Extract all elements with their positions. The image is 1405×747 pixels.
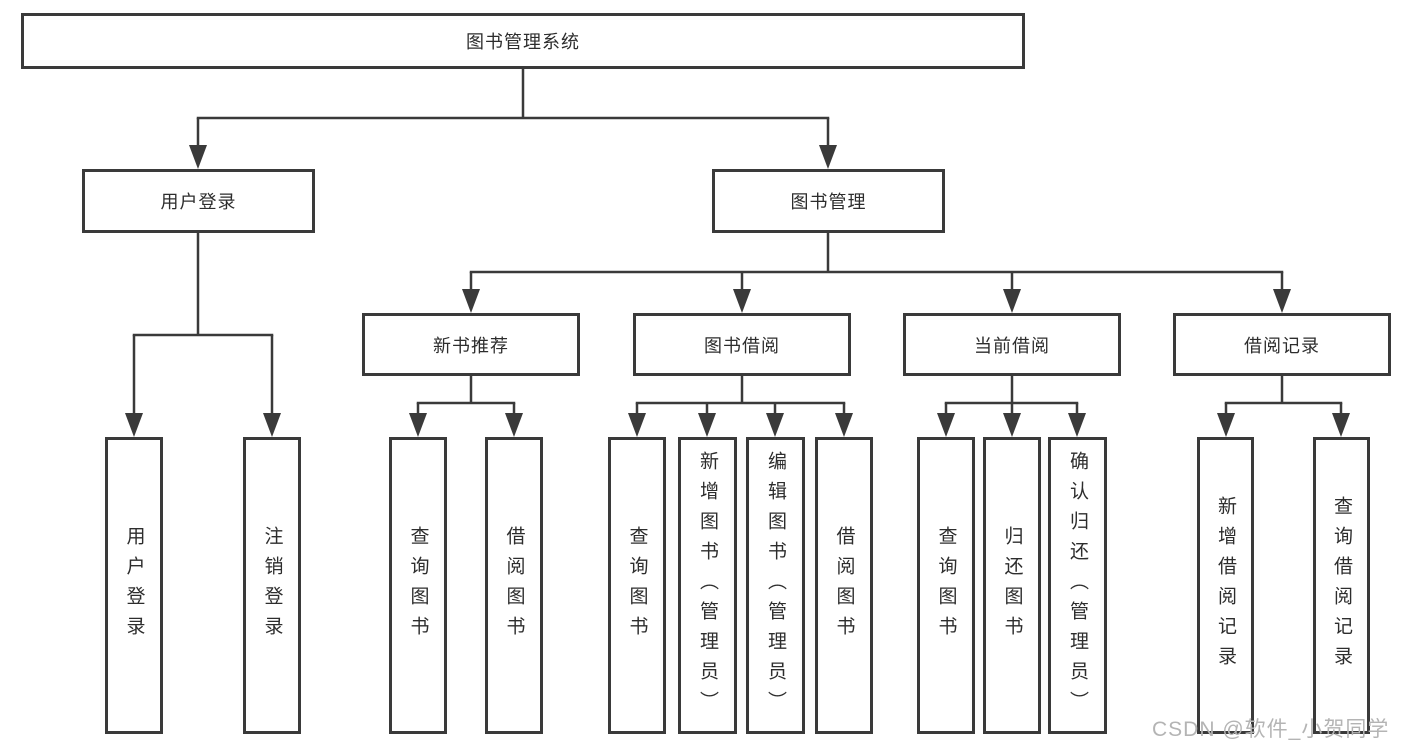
node-label: 确认归还（管理员） [1067,450,1088,721]
leaf-borrow-books: 借阅图书 [815,437,873,734]
node-label: 新书推荐 [433,335,509,356]
connector-root-to-level2 [189,69,837,169]
node-new-book-recommendation: 新书推荐 [362,313,580,376]
node-label: 归还图书 [1001,525,1023,646]
node-label: 查询图书 [626,525,648,646]
node-book-management: 图书管理 [712,169,945,233]
leaf-query-books-recommend: 查询图书 [389,437,447,734]
node-label: 图书管理系统 [466,32,580,52]
leaf-add-books-admin: 新增图书（管理员） [678,437,737,734]
node-library-management-system: 图书管理系统 [21,13,1025,69]
node-label: 图书管理 [790,192,867,212]
connector-book-mgmt-to-level3 [462,233,1291,313]
node-label: 当前借阅 [974,335,1050,356]
node-label: 用户登录 [123,525,145,646]
node-borrowing-records: 借阅记录 [1173,313,1391,376]
node-label: 借阅图书 [503,525,525,646]
node-label: 新增图书（管理员） [697,450,718,721]
node-label: 图书借阅 [704,335,780,356]
connector-current-borrow-to-leaves [937,376,1086,437]
node-label: 借阅记录 [1244,335,1320,356]
leaf-return-books: 归还图书 [983,437,1041,734]
node-label: 用户登录 [160,192,237,212]
node-label: 编辑图书（管理员） [765,450,786,721]
leaf-query-books-current: 查询图书 [917,437,975,734]
leaf-query-borrow-record: 查询借阅记录 [1313,437,1370,734]
node-label: 查询借阅记录 [1331,495,1352,676]
leaf-edit-books-admin: 编辑图书（管理员） [746,437,805,734]
leaf-query-books-borrow: 查询图书 [608,437,666,734]
leaf-confirm-return-admin: 确认归还（管理员） [1048,437,1107,734]
node-label: 查询图书 [935,525,957,646]
connector-borrow-records-to-leaves [1217,376,1350,437]
node-label: 新增借阅记录 [1215,495,1236,676]
connector-book-borrow-to-leaves [628,376,853,437]
node-label: 注销登录 [261,525,283,646]
leaf-logout: 注销登录 [243,437,301,734]
node-label: 借阅图书 [833,525,855,646]
node-current-borrowing: 当前借阅 [903,313,1121,376]
node-label: 查询图书 [407,525,429,646]
connector-new-book-rec-to-leaves [409,376,523,437]
leaf-borrow-books-recommend: 借阅图书 [485,437,543,734]
node-user-login: 用户登录 [82,169,315,233]
leaf-user-login: 用户登录 [105,437,163,734]
csdn-watermark: CSDN @软件_小贺同学 [1152,718,1390,741]
connector-user-login-to-leaves [125,233,281,437]
leaf-add-borrow-record: 新增借阅记录 [1197,437,1254,734]
node-book-borrowing: 图书借阅 [633,313,851,376]
